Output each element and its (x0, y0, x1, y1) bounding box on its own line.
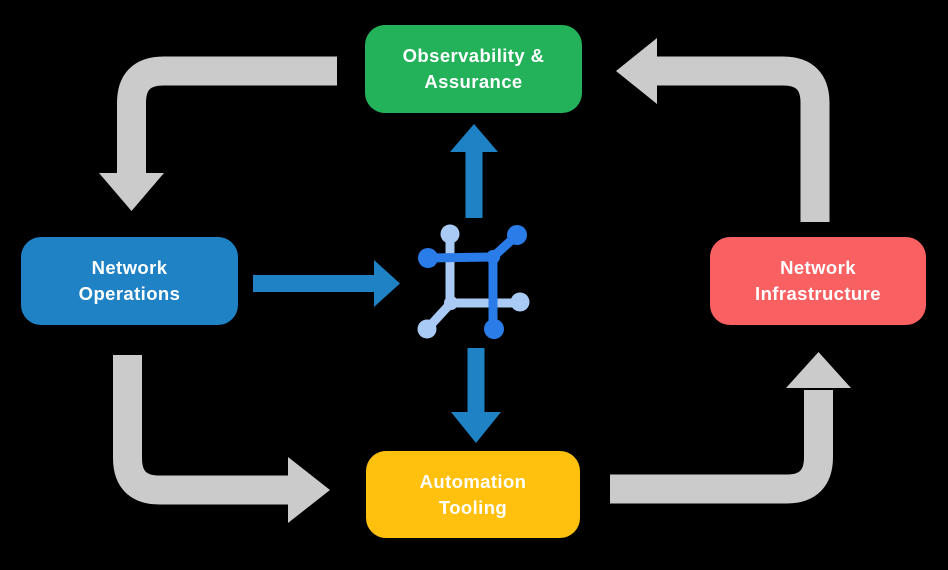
arrow-observability-to-operations (99, 56, 337, 211)
node-automation-tooling: Automation Tooling (366, 451, 580, 538)
icon-node-dot (418, 248, 438, 268)
icon-dark-links (418, 225, 527, 339)
arrow-head (374, 260, 400, 307)
node-label-line: Observability & (402, 45, 545, 67)
arrow-head (451, 412, 501, 443)
icon-junction-dot (486, 250, 500, 264)
arrow-platform-to-automation (451, 348, 501, 443)
node-label-line: Operations (78, 283, 181, 304)
node-label-line: Tooling (438, 496, 508, 518)
icon-light-links (417, 224, 530, 339)
arrow-head (99, 173, 164, 211)
network-mesh-icon (417, 224, 530, 339)
arrow-shaft (117, 56, 337, 176)
arrow-head (786, 352, 851, 388)
icon-node-dot (507, 225, 527, 245)
node-label-line: Assurance (424, 71, 523, 92)
icon-node-dot (417, 319, 437, 339)
arrow-automation-to-infrastructure (610, 352, 851, 504)
node-label-line: Network (780, 257, 856, 279)
arrow-head (616, 38, 657, 104)
icon-node-dot (484, 319, 504, 339)
node-label-line: Infrastructure (755, 283, 881, 304)
node-label-line: Network (91, 257, 168, 279)
arrow-shaft (610, 390, 833, 504)
icon-link-line (423, 252, 498, 263)
arrow-infrastructure-to-observability (616, 38, 830, 222)
arrow-shaft (655, 56, 830, 222)
arrow-head (450, 124, 498, 152)
arrow-operations-to-platform (253, 260, 400, 307)
arrow-operations-to-automation (113, 355, 330, 523)
icon-node-dot (510, 292, 530, 312)
node-label-line: Automation (419, 470, 527, 492)
node-observability-assurance: Observability & Assurance (365, 25, 582, 113)
node-network-infrastructure: Network Infrastructure (710, 237, 926, 325)
arrow-shaft (113, 355, 291, 505)
icon-junction-dot (444, 296, 458, 310)
arrow-platform-to-observability (450, 124, 498, 218)
icon-node-dot (440, 224, 460, 244)
arrow-head (288, 457, 330, 523)
node-network-operations: Network Operations (21, 237, 238, 325)
